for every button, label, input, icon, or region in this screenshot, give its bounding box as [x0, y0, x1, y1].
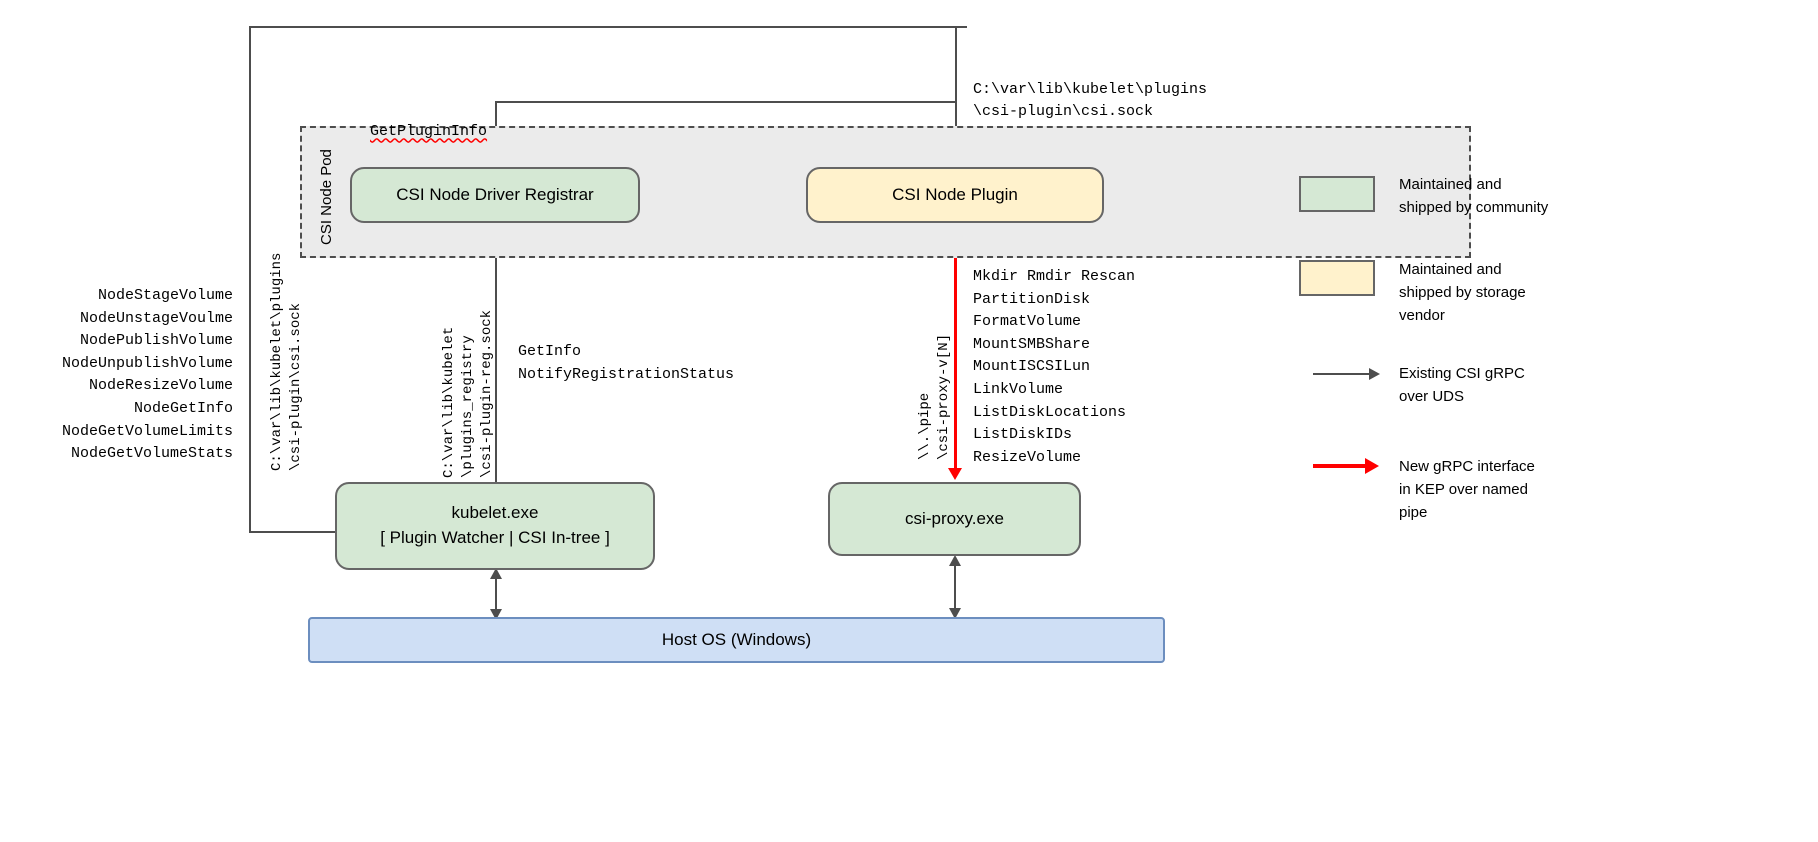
node-service-call-5: NodeGetInfo	[133, 399, 233, 417]
named-pipe-vertical-line1: \\.\pipe	[916, 393, 935, 460]
connector-getplugininfo-horizontal	[495, 101, 957, 103]
node-service-call-6: NodeGetVolumeLimits	[61, 422, 233, 440]
kubelet-exe-sublabel: [ Plugin Watcher | CSI In-tree ]	[380, 528, 610, 547]
csi-node-driver-registrar-box[interactable]: CSI Node Driver Registrar	[350, 167, 640, 223]
connector-plugin-to-csiproxy-red	[954, 223, 957, 473]
legend-swatch-community	[1299, 176, 1375, 212]
connector-kubelet-to-plugin-bottom	[249, 531, 337, 533]
node-service-call-4: NodeResizeVolume	[88, 377, 233, 395]
getplugininfo-label: GetPluginInfo	[334, 98, 487, 166]
plugin-socket-path-line1-text: C:\var\lib\kubelet\plugins	[973, 81, 1208, 98]
host-os-label: Host OS (Windows)	[661, 630, 812, 649]
kubelet-plugins-path-vertical-line1-text: C:\var\lib\kubelet\plugins	[269, 252, 285, 471]
named-pipe-vertical-line2-text: \csi-proxy-v[N]	[936, 333, 952, 460]
connector-plugin-socket-vertical	[955, 26, 957, 157]
connector-csiproxy-hostos	[949, 555, 961, 619]
csi-node-plugin-label: CSI Node Plugin	[892, 184, 1018, 204]
legend-swatch-vendor	[1299, 260, 1375, 296]
csi-proxy-call-6: ListDiskLocations	[973, 403, 1127, 421]
csi-node-plugin-box[interactable]: CSI Node Plugin	[806, 167, 1104, 223]
kubelet-exe-label: kubelet.exe	[451, 503, 539, 523]
csi-proxy-call-4: MountISCSILun	[973, 358, 1091, 376]
arrowhead-into-csiproxy-red	[948, 468, 962, 480]
csi-proxy-exe-box[interactable]: csi-proxy.exe	[828, 482, 1081, 556]
csi-proxy-call-1: PartitionDisk	[973, 290, 1091, 308]
csi-proxy-call-0: Mkdir Rmdir Rescan	[973, 268, 1136, 285]
kubelet-plugins-path-vertical-line1: C:\var\lib\kubelet\plugins	[268, 253, 287, 471]
node-service-call-0: NodeStageVolume	[97, 287, 233, 304]
csi-proxy-call-7: ListDiskIDs	[973, 426, 1073, 444]
legend-text-existing-csi: Existing CSI gRPC over UDS	[1399, 365, 1525, 405]
host-os-box[interactable]: Host OS (Windows)	[308, 617, 1165, 663]
node-service-call-1: NodeUnstageVoulme	[79, 309, 233, 327]
registration-calls-label: GetInfo NotifyRegistrationStatus	[518, 343, 735, 383]
csi-proxy-call-3: MountSMBShare	[973, 335, 1091, 353]
named-pipe-vertical-line2: \csi-proxy-v[N]	[935, 334, 954, 460]
named-pipe-vertical-line1-text: \\.\pipe	[917, 392, 933, 460]
legend-arrow-existing-csi	[1313, 373, 1369, 375]
plugin-socket-path-line1: C:\var\lib\kubelet\plugins	[973, 79, 1207, 102]
node-service-call-2: NodePublishVolume	[79, 332, 233, 350]
node-service-call-3: NodeUnpublishVolume	[61, 354, 233, 372]
legend-arrowhead-new-grpc	[1365, 458, 1379, 474]
csi-node-driver-registrar-label: CSI Node Driver Registrar	[396, 184, 594, 204]
csi-proxy-call-5: LinkVolume	[973, 380, 1064, 398]
registry-path-vertical-line3: \csi-plugin-reg.sock	[478, 310, 497, 478]
registry-path-vertical-line2: \plugins_registry	[459, 335, 478, 478]
plugin-socket-path-line2: \csi-plugin\csi.sock	[973, 101, 1153, 124]
csi-proxy-call-2: FormatVolume	[973, 313, 1082, 331]
connector-kubelet-hostos	[490, 568, 502, 620]
registry-path-vertical-line1-text: C:\var\lib\kubelet	[441, 326, 457, 478]
legend-text-new-grpc: New gRPC interface in KEP over named pip…	[1399, 458, 1535, 521]
legend-text-community: Maintained and shipped by community	[1399, 176, 1549, 216]
plugin-socket-path-line2-text: \csi-plugin\csi.sock	[973, 103, 1154, 120]
getplugininfo-text: GetPluginInfo	[370, 122, 488, 140]
kubelet-plugins-path-vertical-line2-text: \csi-plugin\csi.sock	[288, 302, 304, 471]
registry-path-vertical-line3-text: \csi-plugin-reg.sock	[479, 309, 495, 478]
node-service-call-7: NodeGetVolumeStats	[70, 445, 233, 463]
registry-path-vertical-line1: C:\var\lib\kubelet	[440, 327, 459, 478]
legend-arrow-new-grpc	[1313, 464, 1365, 468]
registry-path-vertical-line2-text: \plugins_registry	[460, 335, 476, 478]
connector-kubelet-to-registrar	[495, 243, 497, 483]
connector-kubelet-to-plugin-top	[249, 26, 967, 28]
csi-proxy-exe-label: csi-proxy.exe	[905, 508, 1004, 528]
csi-proxy-call-8: ResizeVolume	[973, 448, 1082, 466]
csi-node-pod-label: CSI Node Pod	[318, 149, 335, 245]
legend-arrowhead-existing-csi	[1369, 368, 1380, 380]
kubelet-plugins-path-vertical-line2: \csi-plugin\csi.sock	[287, 303, 306, 471]
legend-text-vendor: Maintained and shipped by storage vendor	[1399, 261, 1526, 324]
kubelet-exe-box[interactable]: kubelet.exe [ Plugin Watcher | CSI In-tr…	[335, 482, 655, 570]
connector-kubelet-to-plugin-vertical-left	[249, 26, 251, 533]
